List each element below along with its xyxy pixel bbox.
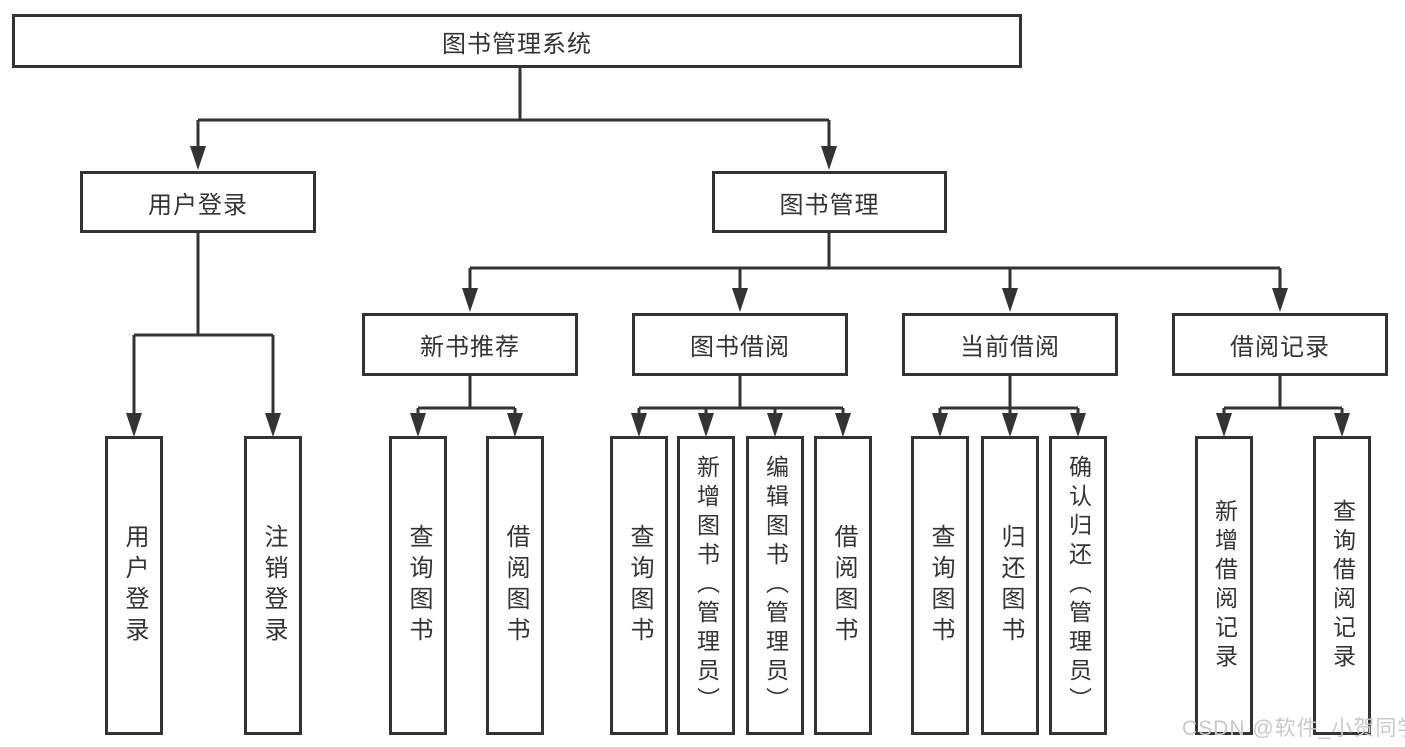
leaf-borrow-edit-admin: 编辑图书（管理员） [746,436,804,735]
node-library-system: 图书管理系统 [12,14,1022,68]
arrowhead-icon [410,413,426,437]
arrowhead-icon [126,413,142,437]
arrowhead-icon [1334,413,1350,437]
arrowheads [126,146,1350,437]
arrowhead-icon [265,413,281,437]
leaf-current-confirm-admin: 确认归还（管理员） [1049,436,1107,735]
arrowhead-icon [821,146,837,170]
arrowhead-icon [698,413,714,437]
arrowhead-icon [732,288,748,312]
arrowhead-icon [1002,288,1018,312]
arrowhead-icon [462,288,478,312]
leaf-label: 编辑图书（管理员） [762,455,789,716]
book-borrow-group-line [637,376,845,417]
arrowhead-icon [507,413,523,437]
current-borrow-group-line [938,376,1080,417]
arrowhead-icon [835,413,851,437]
arrowhead-icon [1070,413,1086,437]
arrowhead-icon [1002,413,1018,437]
leaf-borrow-add-admin: 新增图书（管理员） [677,436,735,735]
book-mgmt-to-level3-line [468,233,1282,293]
leaf-borrow-query: 查询图书 [610,436,668,735]
leaf-borrow-borrow: 借阅图书 [814,436,872,735]
borrow-record-group-line [1222,376,1344,417]
leaf-label: 查询图书 [626,523,653,648]
leaf-label: 新增图书（管理员） [693,455,720,716]
arrowhead-icon [190,146,206,170]
leaf-label: 用户登录 [121,523,148,648]
arrowhead-icon [932,413,948,437]
leaf-newbook-borrow: 借阅图书 [486,436,544,735]
new-book-group-line [416,376,517,417]
leaf-current-return: 归还图书 [981,436,1039,735]
watermark: CSDN @软件_小贺同学 [1182,717,1405,740]
node-borrow-record: 借阅记录 [1172,313,1388,376]
arrowhead-icon [1272,288,1288,312]
node-user-login: 用户登录 [80,171,316,233]
leaf-label: 归还图书 [997,523,1024,648]
leaf-current-query: 查询图书 [911,436,969,735]
user-login-group-line [132,233,275,416]
arrowhead-icon [1216,413,1232,437]
leaf-newbook-query: 查询图书 [389,436,447,735]
leaf-label: 查询图书 [405,523,432,648]
leaf-label: 注销登录 [260,523,287,648]
node-book-borrow: 图书借阅 [632,313,848,376]
leaf-logout: 注销登录 [244,436,302,735]
leaf-label: 查询借阅记录 [1329,498,1356,673]
leaf-record-add: 新增借阅记录 [1195,436,1253,735]
arrowhead-icon [767,413,783,437]
leaf-user-login: 用户登录 [105,436,163,735]
node-current-borrow: 当前借阅 [902,313,1118,376]
node-new-book-recommend: 新书推荐 [362,313,578,376]
connector-paths [132,68,1344,417]
leaf-label: 新增借阅记录 [1211,498,1238,673]
leaf-label: 借阅图书 [830,523,857,648]
arrowhead-icon [631,413,647,437]
leaf-label: 借阅图书 [502,523,529,648]
node-book-management: 图书管理 [712,171,947,233]
leaf-label: 确认归还（管理员） [1065,455,1092,716]
leaf-label: 查询图书 [927,523,954,648]
leaf-record-query: 查询借阅记录 [1313,436,1371,735]
root-to-level2-line [196,68,831,150]
